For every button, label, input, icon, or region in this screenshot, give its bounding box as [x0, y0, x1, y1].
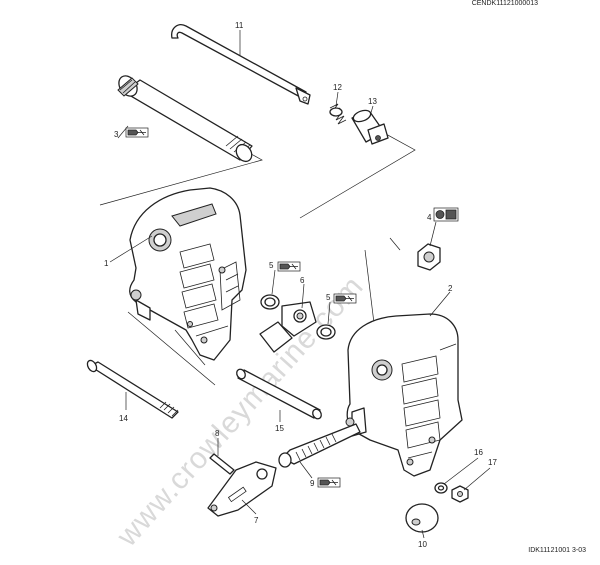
diagram-reference-code: CENDK11121000013	[471, 0, 538, 7]
callout-leader-lines	[109, 30, 491, 539]
part-3-threaded-tube	[117, 75, 253, 163]
thread-locker-icon	[433, 207, 459, 222]
part-11-tilt-lock-rod	[171, 24, 311, 105]
part-10-cap-plate	[405, 503, 439, 533]
grease-gun-icon	[333, 293, 357, 304]
callout-3: 3	[114, 130, 119, 139]
callout-17: 17	[488, 458, 497, 467]
callout-16: 16	[474, 448, 483, 457]
part-5-bushing-right	[316, 324, 336, 340]
part-4-nut	[417, 243, 441, 271]
callout-15: 15	[275, 424, 284, 433]
part-15-spacer-tube	[236, 368, 322, 420]
grease-gun-icon	[125, 127, 149, 138]
callout-7: 7	[254, 516, 259, 525]
part-9-adjusting-rod	[278, 423, 361, 468]
part-8-pin	[209, 453, 235, 475]
grease-gun-icon	[277, 261, 301, 272]
part-16-washer	[434, 482, 448, 494]
callout-2: 2	[448, 284, 453, 293]
part-14-through-bolt	[86, 359, 179, 419]
callout-10: 10	[418, 540, 427, 549]
callout-11: 11	[235, 21, 244, 30]
callout-13: 13	[368, 97, 377, 106]
callout-4: 4	[427, 213, 432, 222]
callout-9: 9	[310, 479, 315, 488]
callout-5-right: 5	[326, 293, 331, 302]
part-13-plunger	[351, 109, 389, 145]
callout-1: 1	[104, 259, 109, 268]
callout-14: 14	[119, 414, 128, 423]
part-7-lever	[207, 461, 277, 517]
part-12-spring	[329, 103, 347, 125]
callout-labels: 1 2 3 4 5 5 6 7 8 9 10 11 12 13 14 15 16…	[104, 21, 497, 549]
callout-6: 6	[300, 276, 305, 285]
callout-5-left: 5	[269, 261, 274, 270]
part-5-bushing-left	[260, 294, 280, 310]
part-6-stopper-bracket	[259, 301, 317, 353]
callout-8: 8	[215, 429, 220, 438]
part-1-clamp-bracket	[129, 187, 247, 361]
part-2-clamp-bracket	[345, 313, 463, 477]
callout-12: 12	[333, 83, 342, 92]
figure-reference-code: IDK11121001 3-03	[528, 547, 586, 554]
grease-gun-icon	[317, 477, 341, 488]
